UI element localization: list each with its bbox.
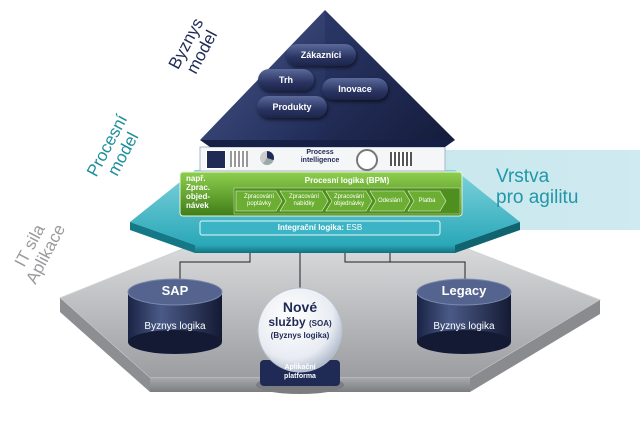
legacy-name: Legacy xyxy=(441,283,487,298)
example-line2: Zprac. xyxy=(186,183,211,192)
integration-value: ESB xyxy=(346,223,363,232)
process-intelligence-line2: intelligence xyxy=(300,157,340,164)
new-services-business-logic: (Byznys logika) xyxy=(270,331,330,340)
pie-chart-icon xyxy=(260,151,274,165)
step-poptavky: Zpracování poptávky xyxy=(237,194,281,208)
step-2-line2: nabídky xyxy=(293,201,315,207)
process-step-chevrons xyxy=(235,190,447,212)
sap-business-logic: Byznys logika xyxy=(144,321,206,332)
agility-line1: Vrstva xyxy=(496,166,550,187)
new-services-line2: služby xyxy=(268,315,306,329)
chart-icon xyxy=(230,151,248,167)
step-5-line1: Platba xyxy=(418,198,436,204)
process-layer-left xyxy=(130,222,195,253)
sap-name: SAP xyxy=(161,283,189,298)
process-intelligence-line1: Process xyxy=(306,149,334,156)
example-line1: např. xyxy=(186,174,206,183)
step-3-line1: Zpracování xyxy=(333,194,364,200)
integration-logic-bar xyxy=(199,220,441,236)
platform-line2: platforma xyxy=(284,373,316,380)
integration-label: Integrační logika: xyxy=(277,223,344,232)
pill-trh: Trh xyxy=(258,69,314,91)
new-services-label: Nové služby (SOA) (Byznys logika) xyxy=(258,300,342,341)
step-4-line1: Odeslání xyxy=(377,198,402,204)
step-2-line1: Zpracování xyxy=(288,194,319,200)
step-1-line1: Zpracování xyxy=(243,194,274,200)
pill-produkty: Produkty xyxy=(257,96,327,118)
process-logic-title: Procesní logika (BPM) xyxy=(304,176,390,185)
clock-icon xyxy=(356,149,378,171)
agility-layer-label: Vrstva pro agilitu xyxy=(496,166,578,208)
process-layer-right xyxy=(455,222,520,253)
pill-zakaznici: Zákazníci xyxy=(286,44,356,66)
sap-cylinder xyxy=(127,278,223,354)
example-line3: objed- xyxy=(186,192,210,201)
dashboard-icon xyxy=(206,150,226,169)
step-nabidky: Zpracování nabídky xyxy=(282,194,326,208)
process-layer-front xyxy=(195,245,455,253)
step-1-line2: poptávky xyxy=(246,201,271,207)
example-line4: návek xyxy=(186,201,209,210)
new-services-line1: Nové xyxy=(282,299,318,315)
it-base-left-side xyxy=(60,298,150,392)
step-odeslani: Odeslání xyxy=(372,198,408,205)
pill-inovace: Inovace xyxy=(322,78,388,100)
application-platform-label: Aplikační platforma xyxy=(260,363,340,381)
integration-logic-label: Integrační logika: ESB xyxy=(200,223,440,232)
platform-line1: Aplikační xyxy=(284,364,316,371)
new-services-sphere xyxy=(256,287,344,394)
bar-chart-icon xyxy=(390,152,412,166)
new-services-soa: (SOA) xyxy=(309,319,332,328)
pyramid-base xyxy=(200,140,455,147)
legacy-cylinder xyxy=(416,278,512,354)
pyramid-right-face xyxy=(325,10,455,140)
it-base-right-side xyxy=(470,300,600,392)
step-objednavky: Zpracování objednávky xyxy=(327,194,371,208)
agility-line2: pro agilitu xyxy=(496,187,579,208)
legacy-business-logic: Byznys logika xyxy=(433,321,495,332)
process-intelligence-label: Process intelligence xyxy=(290,149,350,165)
process-example: např. Zprac. objed- návek xyxy=(186,174,210,210)
step-platba: Platba xyxy=(410,198,444,205)
step-3-line2: objednávky xyxy=(333,201,365,207)
